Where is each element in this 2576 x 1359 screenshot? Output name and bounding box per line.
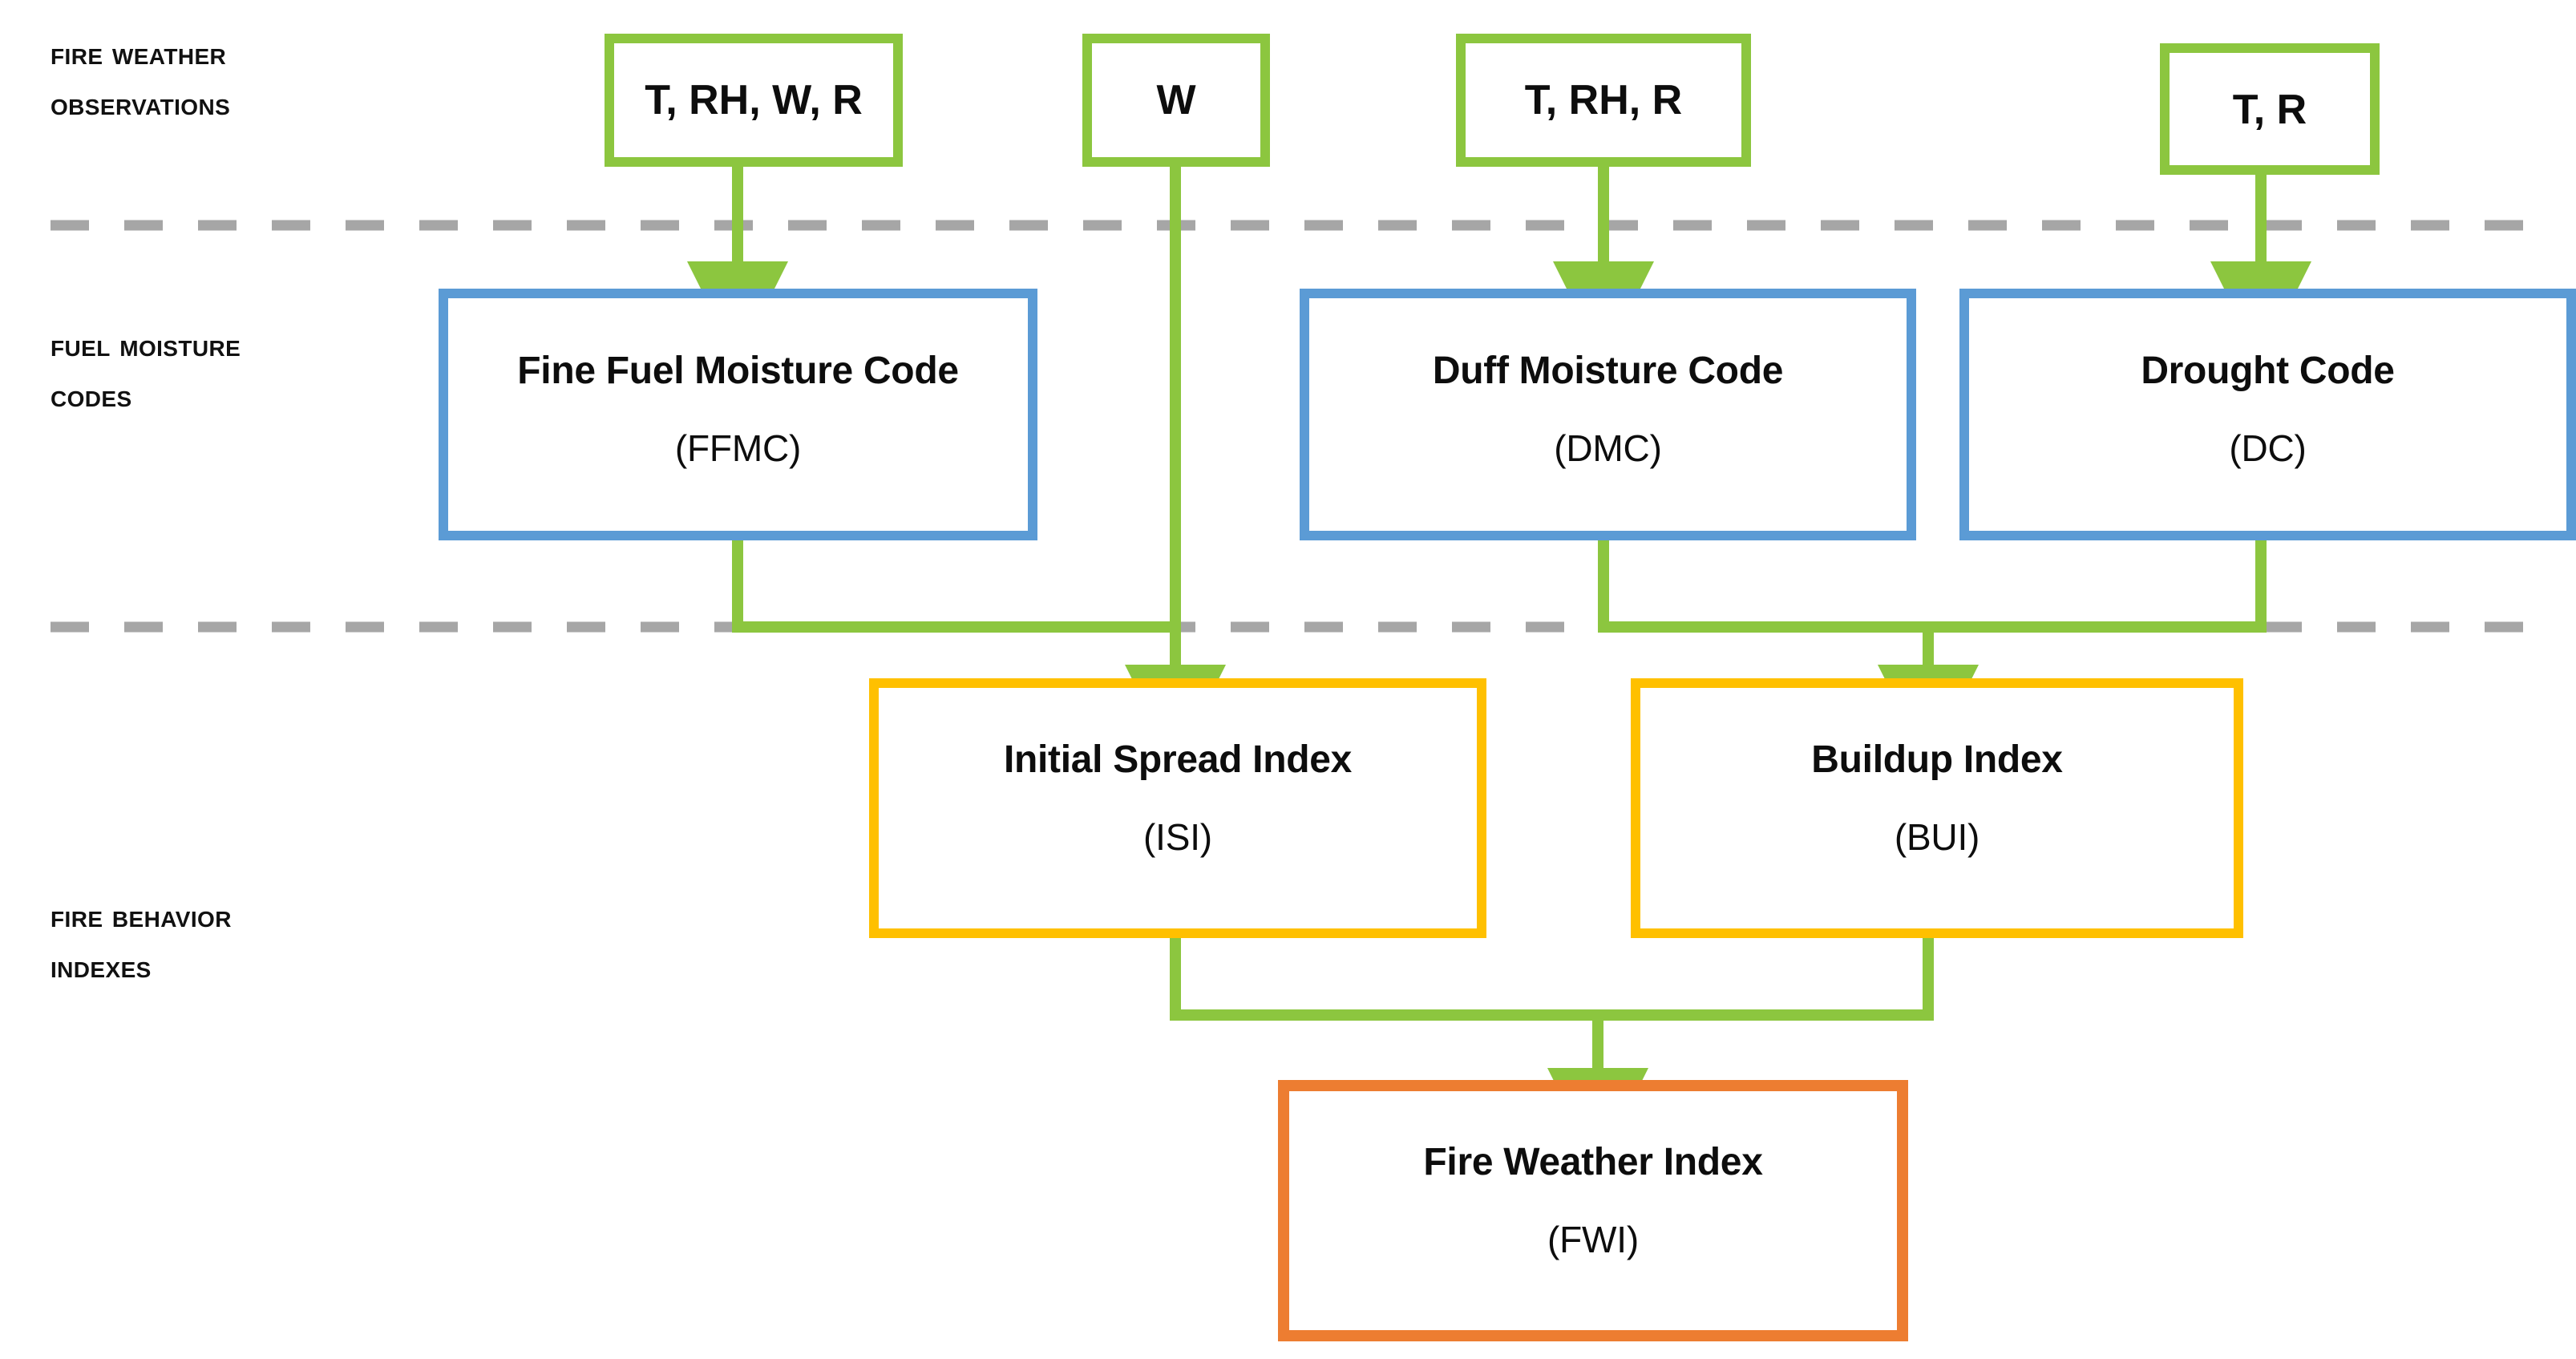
tier-caption-observations: Fire weather observations <box>51 36 231 123</box>
flow-isi-to-fwi <box>1170 938 1598 1021</box>
observation-box-group <box>605 34 2380 175</box>
connector-layer <box>687 162 2311 1169</box>
fuel-moisture-box-ffmc[interactable] <box>439 289 1037 540</box>
fuel-moisture-box-group <box>439 289 2576 540</box>
fire-behavior-box-isi[interactable] <box>869 678 1486 938</box>
flow-ffmc-to-isi <box>732 540 1175 633</box>
flow-bui-to-fwi <box>1547 938 1934 1169</box>
fuel-moisture-box-dmc[interactable] <box>1300 289 1916 540</box>
observation-box-1[interactable] <box>605 34 903 167</box>
tier-caption-fuel-moisture: Fuel Moisture codes <box>51 328 241 415</box>
observation-box-3[interactable] <box>1456 34 1751 167</box>
fire-behavior-box-group <box>869 678 2243 938</box>
tier-caption-fire-behavior: Fire behavior Indexes <box>51 899 232 985</box>
fuel-moisture-box-dc[interactable] <box>1959 289 2576 540</box>
flow-dmc-to-bui <box>1598 540 1928 633</box>
observation-box-2[interactable] <box>1082 34 1270 167</box>
fire-behavior-box-bui[interactable] <box>1631 678 2243 938</box>
output-box-fwi[interactable] <box>1278 1080 1908 1341</box>
flow-dc-to-bui <box>1878 540 2267 766</box>
observation-box-4[interactable] <box>2160 43 2380 175</box>
